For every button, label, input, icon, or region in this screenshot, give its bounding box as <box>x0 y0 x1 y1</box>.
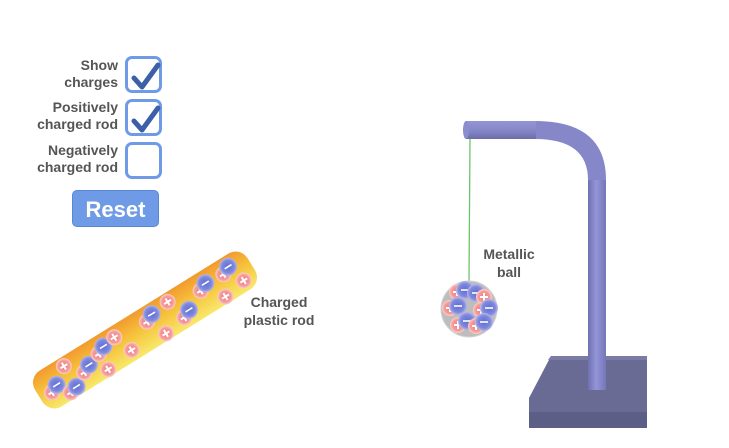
ball-label: Metallic <box>483 246 535 262</box>
show-charges-checkbox[interactable] <box>125 56 162 93</box>
metallic-ball[interactable] <box>440 280 499 338</box>
string <box>468 138 471 283</box>
positively-charged-rod-checkbox[interactable] <box>125 99 162 136</box>
label-line: Negatively <box>47 142 118 158</box>
positively-charged-rod-label: Positively charged rod <box>20 99 118 133</box>
label-line: Show <box>80 57 118 73</box>
reset-button[interactable]: Reset <box>72 190 159 227</box>
label-line: charged rod <box>37 159 118 175</box>
ball-label-2: ball <box>497 264 521 280</box>
negatively-charged-rod-checkbox[interactable] <box>125 142 162 179</box>
charged-plastic-rod[interactable] <box>28 246 263 414</box>
rod-label-2: plastic rod <box>244 312 315 328</box>
label-line: charges <box>64 74 118 90</box>
checkmark-icon <box>131 62 161 90</box>
rod-label: Charged <box>251 294 308 310</box>
checkmark-icon <box>131 105 161 133</box>
show-charges-label: Show charges <box>20 57 118 91</box>
label-line: charged rod <box>37 116 118 132</box>
negatively-charged-rod-label: Negatively charged rod <box>20 142 118 176</box>
label-line: Positively <box>52 99 118 115</box>
stand-pole <box>463 121 606 390</box>
